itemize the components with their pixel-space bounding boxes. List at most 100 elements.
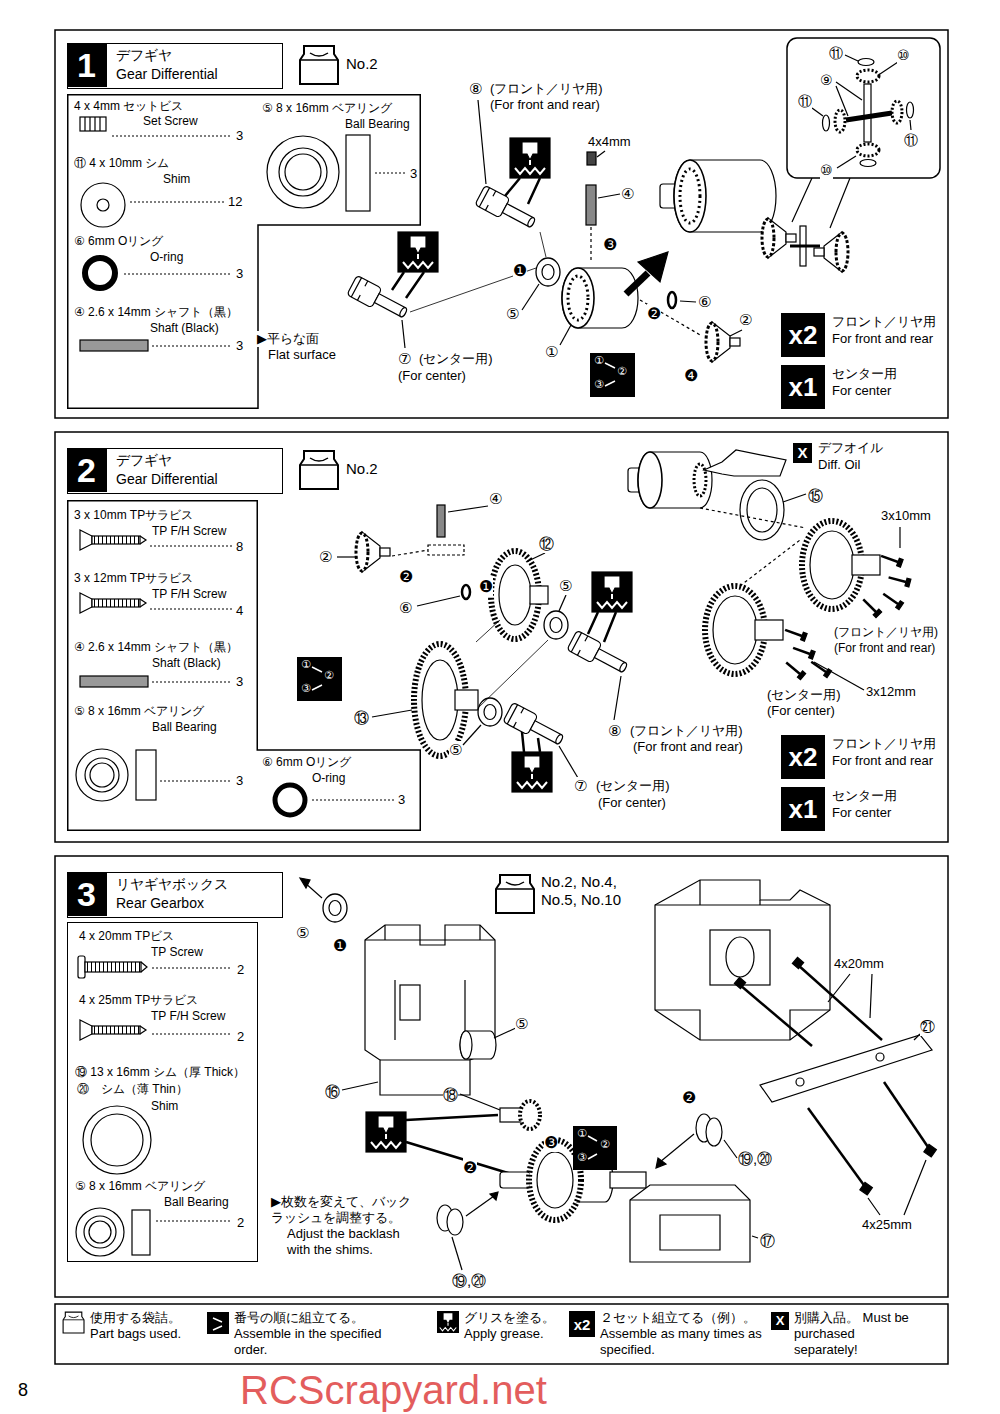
- callout-number: ⑲,⑳: [452, 1272, 486, 1290]
- section-title: Gear Differential: [116, 66, 218, 83]
- section2-drawing: [810, 531, 854, 599]
- order-digit: ②: [617, 366, 627, 377]
- part-name: Shim: [151, 1099, 178, 1113]
- dimension: 4x20mm: [834, 956, 884, 972]
- section2-drawing: [559, 746, 578, 778]
- parts-icons: [76, 749, 128, 801]
- section3-drawing: [490, 1192, 498, 1200]
- set-count: x2フロント／リヤ用For front and rear: [781, 313, 946, 359]
- part-name: ⑪ 4 x 10mm シム: [74, 156, 169, 170]
- section2-drawing: [478, 698, 502, 726]
- section1-drawing: [300, 38, 940, 362]
- panel-frame: [55, 856, 948, 1297]
- section3-drawing: [323, 894, 347, 922]
- parts-icons: [132, 1210, 150, 1255]
- section2-drawing: [694, 464, 706, 496]
- section2-drawing: [588, 612, 616, 642]
- part-name: O-ring: [312, 771, 345, 785]
- section-title: デフギヤ: [116, 47, 172, 64]
- parts-icons: [275, 785, 305, 815]
- section1-drawing: [787, 38, 940, 178]
- callout-number: ⑧: [608, 722, 621, 740]
- section1-drawing: [402, 320, 405, 348]
- section1-drawing: [668, 292, 676, 308]
- section2-drawing: [713, 596, 757, 664]
- section1-drawing: [812, 108, 823, 116]
- section2-drawing: [755, 620, 783, 640]
- section2-drawing: [747, 488, 777, 532]
- callout-number: ⑬: [354, 709, 369, 727]
- parts-icons: [85, 258, 115, 288]
- section3-drawing: [300, 878, 310, 888]
- step-number: 3: [67, 872, 107, 916]
- purchase-badge: X: [793, 443, 812, 463]
- parts-icons: [80, 117, 106, 131]
- section2-drawing: [888, 573, 911, 586]
- callout-number: ⑦: [574, 777, 587, 795]
- section1-drawing: [857, 70, 879, 82]
- callout-number: ⑫: [539, 535, 554, 553]
- section3-drawing: [365, 925, 495, 1060]
- count-badge: x1: [781, 787, 825, 831]
- section1-drawing: [680, 169, 700, 223]
- section2-drawing: [784, 626, 807, 641]
- part-name: Ball Bearing: [345, 117, 410, 131]
- section1-drawing: [398, 232, 438, 272]
- parts-icons: [87, 962, 141, 972]
- usage-note: センター用: [832, 366, 897, 382]
- callout-number: ⑨: [820, 72, 833, 89]
- section3-drawing: [660, 1134, 694, 1162]
- section1-drawing: [562, 268, 638, 328]
- section1-drawing: [410, 232, 546, 312]
- section1-drawing: [475, 185, 539, 233]
- assembly-order-icon: ①②③: [590, 353, 635, 397]
- part-name: 3 x 10mm TPサラビス: [74, 508, 193, 522]
- step-number: ❶: [479, 577, 493, 596]
- section2-drawing: [428, 545, 464, 555]
- part-name: ⑳: [77, 1082, 89, 1096]
- step-number: ❷: [399, 567, 413, 586]
- section2-drawing: [783, 494, 806, 502]
- usage-note: For front and rear: [832, 331, 933, 347]
- section3-drawing: [726, 937, 754, 977]
- order-arrows: [605, 363, 615, 386]
- section3-drawing: [537, 1152, 573, 1208]
- callout-number: ⑤: [559, 577, 572, 595]
- parts-icons: [91, 1114, 143, 1166]
- callout-number: ②: [319, 548, 332, 566]
- legend-icons: [569, 1311, 595, 1337]
- note: Flat surface: [268, 347, 336, 363]
- legend-text: ２セット組立てる（例）。 Assemble as many times as s…: [600, 1310, 766, 1358]
- part-name: Ball Bearing: [152, 720, 217, 734]
- section2-drawing: [809, 658, 832, 677]
- parts-icons: [81, 183, 125, 227]
- section1-drawing: [590, 227, 591, 262]
- callout-number: ①: [545, 343, 558, 361]
- usage-note: フロント／リヤ用: [832, 314, 936, 330]
- section1-drawing: [478, 100, 486, 184]
- callout-number: ⑤: [515, 1015, 528, 1033]
- icon-text: x2: [571, 1316, 593, 1334]
- section3-drawing: [400, 985, 420, 1020]
- callout-number: ⑤: [296, 924, 309, 942]
- section1-drawing: [880, 62, 898, 74]
- section3-drawing: [868, 1160, 926, 1215]
- callout-number: ⑩: [897, 47, 910, 64]
- usage-note: (For front and rear): [490, 97, 600, 113]
- usage-note: フロント／リヤ用: [832, 736, 936, 752]
- usage-note: (センター用): [767, 687, 841, 703]
- section3-drawing: [496, 875, 534, 913]
- section1-drawing: [680, 301, 696, 302]
- callout-number: ⑤: [506, 305, 519, 323]
- part-name: Shaft (Black): [150, 321, 219, 335]
- section2-drawing: [899, 527, 900, 548]
- section3-drawing: [734, 977, 745, 988]
- panel-frame: [55, 1304, 948, 1364]
- set-count: x2フロント／リヤ用For front and rear: [781, 735, 946, 781]
- parts-icons: [140, 599, 146, 607]
- assembly-order-icon: ①②③: [573, 1126, 617, 1170]
- parts-icons: [285, 154, 321, 190]
- parts-icons: [136, 750, 156, 800]
- section1-drawing: [823, 115, 830, 131]
- parts-icons: [312, 799, 394, 800]
